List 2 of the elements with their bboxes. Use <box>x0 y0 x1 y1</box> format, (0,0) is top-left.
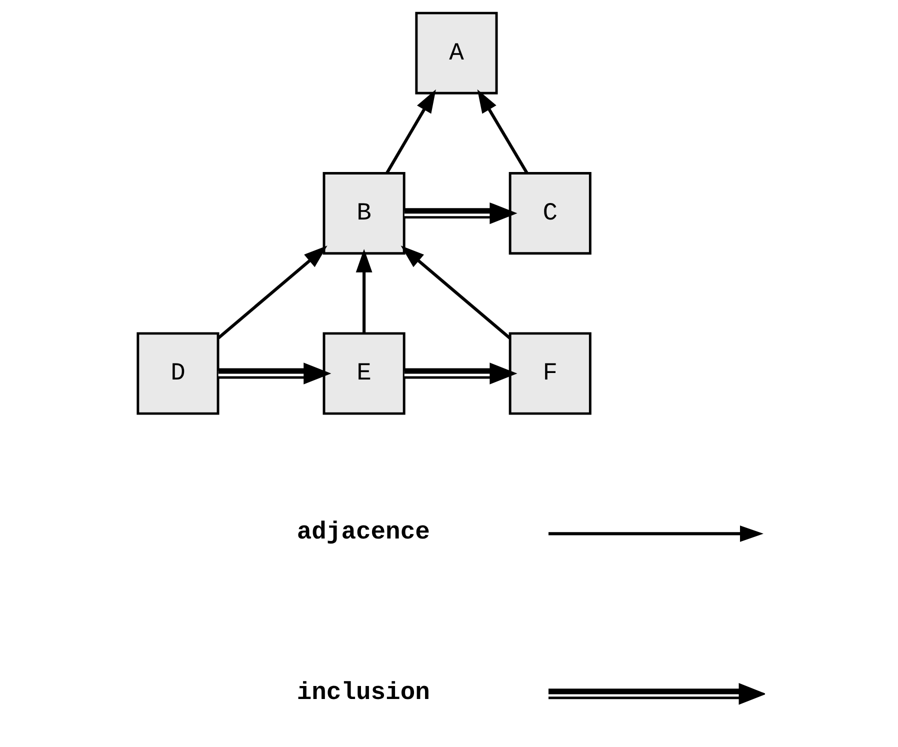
legend-label: adjacence <box>296 518 430 547</box>
legend-label: inclusion <box>296 678 430 707</box>
